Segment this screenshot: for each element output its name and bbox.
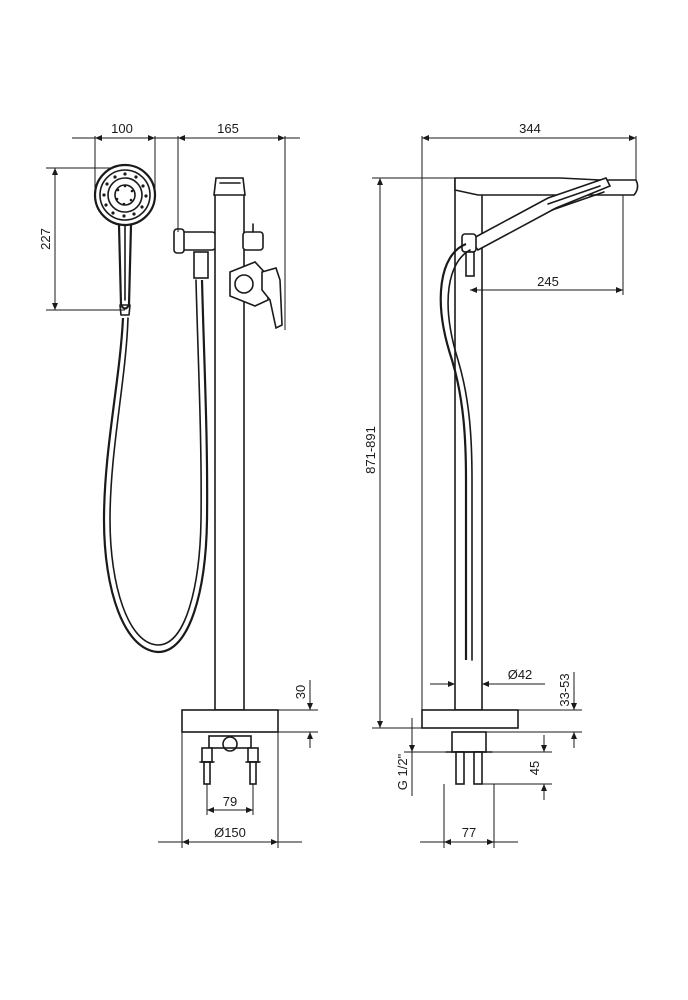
dim-label-77: 77 — [462, 825, 476, 840]
dim-label-42: Ø42 — [508, 667, 533, 682]
hose-front — [102, 279, 209, 654]
base-side — [421, 709, 519, 729]
dim-label-227: 227 — [38, 228, 53, 250]
base-front — [181, 709, 279, 733]
dim-total-height: 871-891 — [363, 177, 455, 729]
dim-shower-head-width: 100 — [72, 121, 178, 195]
dim-shower-head-height: 227 — [38, 167, 125, 311]
dim-column-diameter: Ø42 — [430, 667, 545, 687]
dim-connection-height: 45 — [482, 735, 552, 800]
side-view: 344 245 871-891 Ø42 33-53 — [363, 121, 639, 848]
dim-label-165: 165 — [217, 121, 239, 136]
front-view: 100 165 227 30 79 — [38, 121, 318, 848]
dim-label-245: 245 — [537, 274, 559, 289]
dim-label-g12: G 1/2" — [395, 753, 410, 790]
dim-base-height: 30 — [278, 680, 318, 748]
dim-label-150: Ø150 — [214, 825, 246, 840]
dim-label-344: 344 — [519, 121, 541, 136]
floor-connection-front — [199, 735, 261, 785]
dim-label-100: 100 — [111, 121, 133, 136]
dim-base-diameter: Ø150 — [158, 732, 302, 848]
dim-total-depth: 344 — [421, 121, 637, 710]
dim-label-871-891: 871-891 — [363, 426, 378, 474]
dim-floor-mount-height: 33-53 — [486, 672, 582, 748]
dim-label-79: 79 — [223, 794, 237, 809]
dim-label-30: 30 — [293, 685, 308, 699]
dim-label-33-53: 33-53 — [557, 673, 572, 706]
dim-label-45: 45 — [527, 761, 542, 775]
floor-connection-side — [445, 731, 493, 785]
dim-mixer-offset: 165 — [177, 121, 300, 330]
hand-shower-front — [93, 163, 157, 316]
dim-spout-projection: 245 — [470, 195, 624, 295]
dim-connection-spacing-front: 79 — [206, 784, 254, 815]
dim-connection-thread: G 1/2" — [395, 718, 452, 796]
dim-connection-spacing-side: 77 — [420, 784, 518, 848]
